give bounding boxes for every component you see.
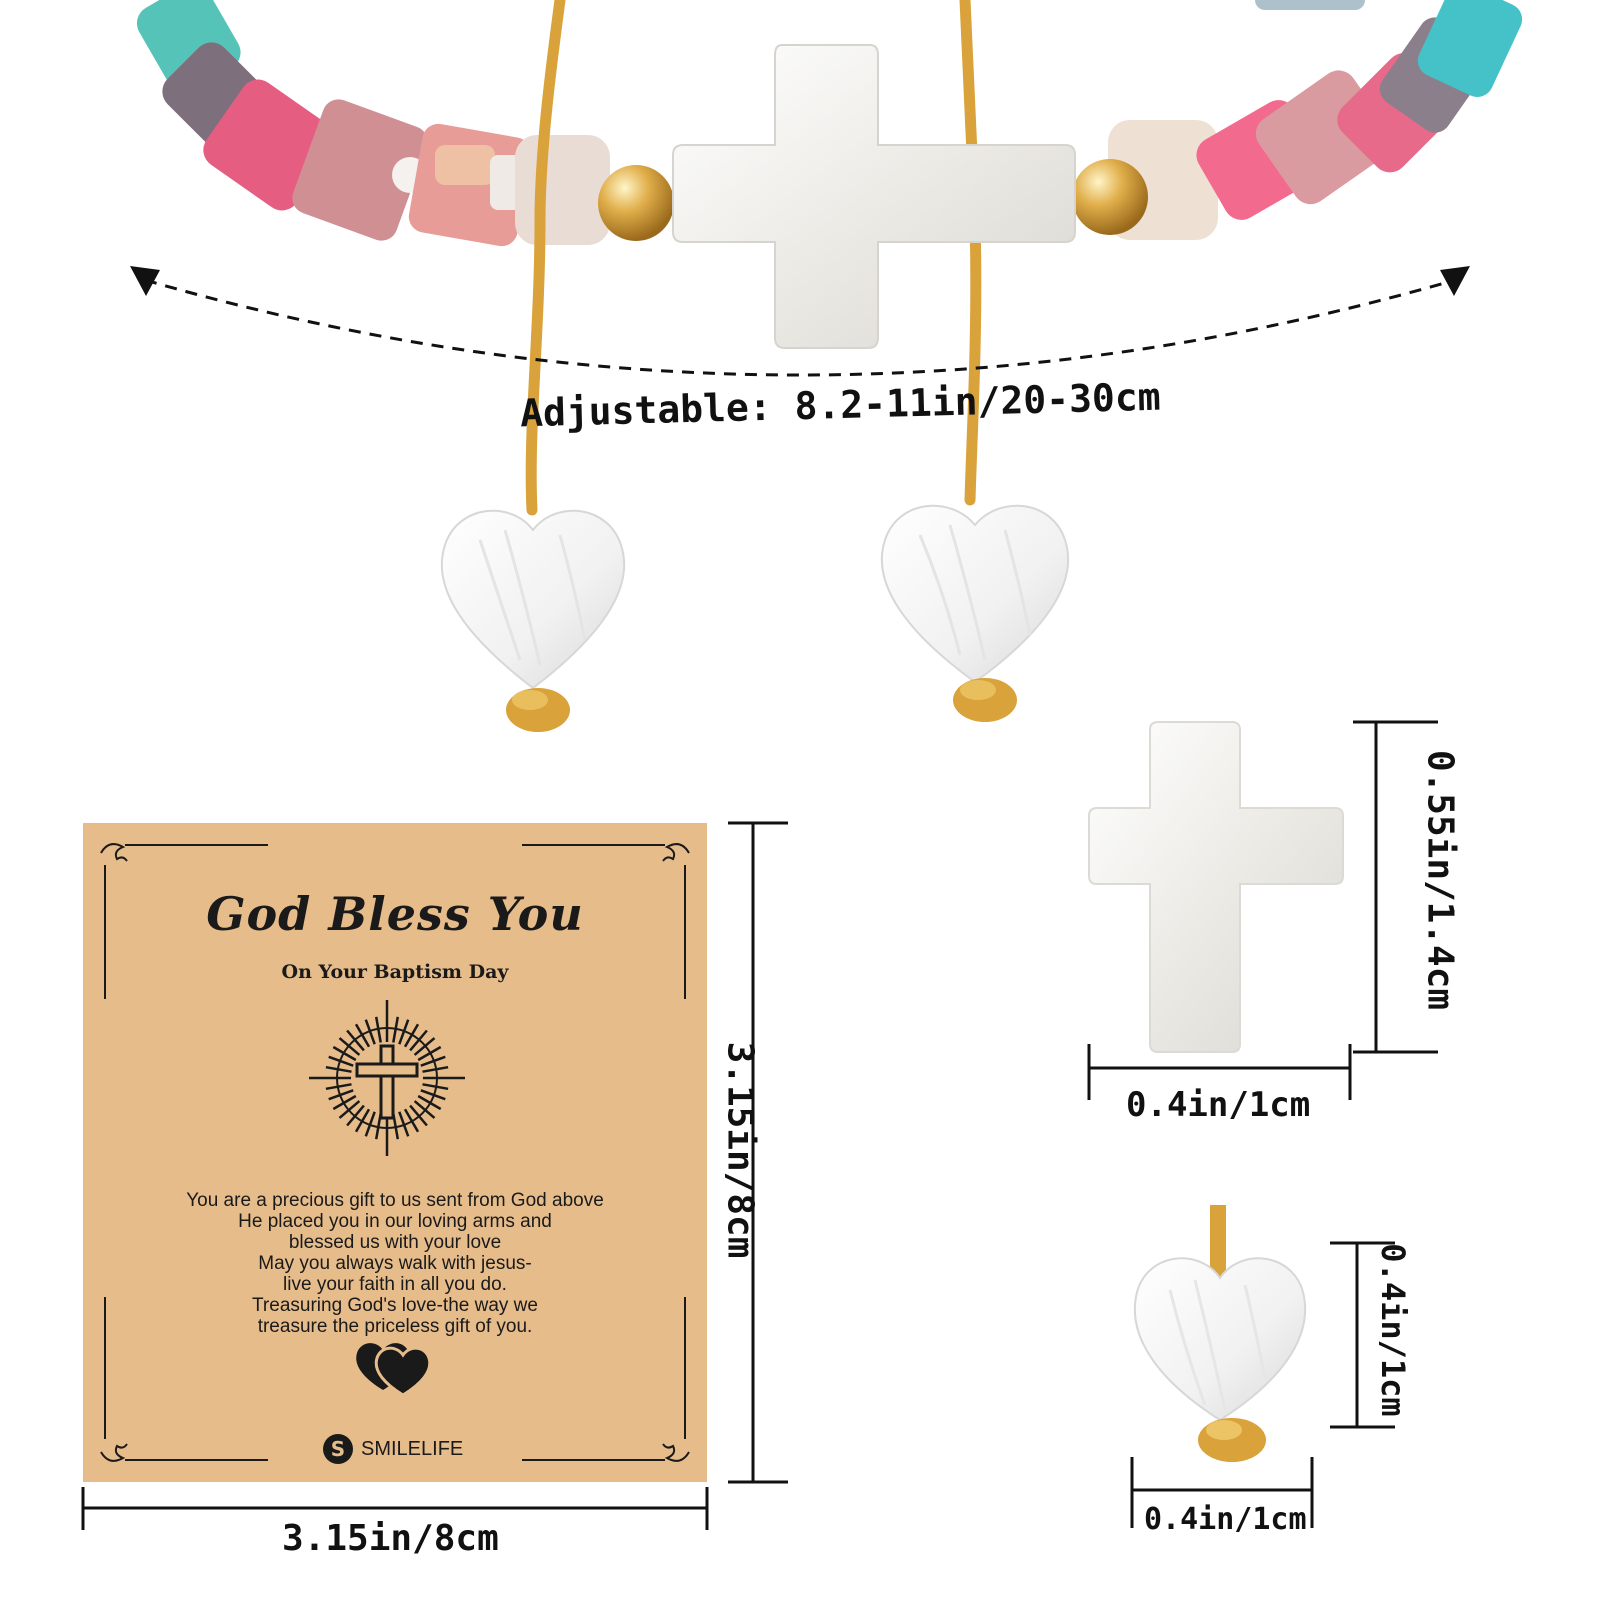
sun-ray bbox=[325, 1065, 352, 1073]
poem-line: May you always walk with jesus- bbox=[258, 1253, 532, 1274]
sun-ray bbox=[354, 1023, 371, 1048]
sun-ray bbox=[398, 1111, 410, 1137]
sun-ray bbox=[354, 1108, 371, 1133]
sun-ray bbox=[338, 1100, 361, 1119]
bead-strand-right bbox=[1108, 0, 1523, 240]
cross-detail bbox=[1088, 721, 1344, 1053]
gift-card: God Bless You On Your Baptism Day You ar… bbox=[83, 823, 707, 1482]
sun-ray bbox=[422, 1065, 449, 1073]
sun-ray bbox=[346, 1029, 365, 1052]
brand-name: SMILELIFE bbox=[361, 1437, 464, 1460]
sun-ray bbox=[409, 1029, 428, 1052]
dimension-lines bbox=[81, 720, 1438, 1530]
adjustable-size-arrow bbox=[130, 266, 1470, 377]
sun-ray bbox=[413, 1100, 436, 1119]
poem-line: live your faith in all you do. bbox=[283, 1274, 507, 1295]
card-height-label: 3.15in/8cm bbox=[719, 1041, 761, 1259]
gold-bead-left bbox=[598, 165, 674, 241]
sun-ray bbox=[420, 1089, 446, 1101]
card-poem: You are a precious gift to us sent from … bbox=[83, 1190, 707, 1337]
sun-ray bbox=[364, 1019, 376, 1045]
gold-bead-right bbox=[1072, 159, 1148, 235]
poem-line: He placed you in our loving arms and bbox=[238, 1211, 552, 1232]
sun-ray bbox=[364, 1111, 376, 1137]
sun-ray bbox=[374, 1016, 382, 1043]
sun-ray bbox=[422, 1083, 449, 1091]
card-title: God Bless You bbox=[206, 887, 584, 941]
sun-ray bbox=[328, 1089, 354, 1101]
sun-ray bbox=[328, 1055, 354, 1067]
sun-ray bbox=[417, 1045, 442, 1062]
sun-ray bbox=[392, 1016, 400, 1043]
heart-detail bbox=[1133, 1205, 1307, 1462]
hanging-heart-right bbox=[880, 504, 1070, 722]
cross-height-label: 0.55in/1.4cm bbox=[1419, 749, 1461, 1011]
heart-width-label: 0.4in/1cm bbox=[1144, 1502, 1307, 1537]
poem-line: Treasuring God's love-the way we bbox=[252, 1295, 538, 1316]
heart-height-label: 0.4in/1cm bbox=[1374, 1243, 1412, 1417]
poem-line: blessed us with your love bbox=[288, 1232, 502, 1253]
radiant-cross-icon bbox=[309, 1000, 465, 1156]
sun-ray bbox=[403, 1023, 420, 1048]
poem-line: treasure the priceless gift of you. bbox=[257, 1316, 533, 1337]
sun-ray bbox=[403, 1108, 420, 1133]
cross-width-label: 0.4in/1cm bbox=[1126, 1085, 1311, 1125]
sun-ray bbox=[346, 1104, 365, 1127]
sun-ray bbox=[420, 1055, 446, 1067]
double-heart-icon bbox=[356, 1343, 432, 1397]
sun-ray bbox=[409, 1104, 428, 1127]
poem-line: You are a precious gift to us sent from … bbox=[186, 1190, 604, 1211]
sun-ray bbox=[398, 1019, 410, 1045]
adjustable-cords bbox=[525, 0, 982, 516]
sun-ray bbox=[325, 1083, 352, 1091]
card-subtitle: On Your Baptism Day bbox=[281, 961, 509, 983]
card-width-label: 3.15in/8cm bbox=[282, 1518, 499, 1559]
brand-mark: S SMILELIFE bbox=[323, 1433, 463, 1465]
brand-logo-icon: S bbox=[323, 1434, 353, 1464]
sun-ray bbox=[332, 1094, 357, 1111]
sun-ray bbox=[413, 1037, 436, 1056]
card-frame bbox=[100, 843, 690, 1462]
sun-ray bbox=[417, 1094, 442, 1111]
sun-ray bbox=[338, 1037, 361, 1056]
sun-ray bbox=[332, 1045, 357, 1062]
main-shell-cross bbox=[672, 44, 1076, 349]
hanging-heart-left bbox=[440, 509, 626, 732]
